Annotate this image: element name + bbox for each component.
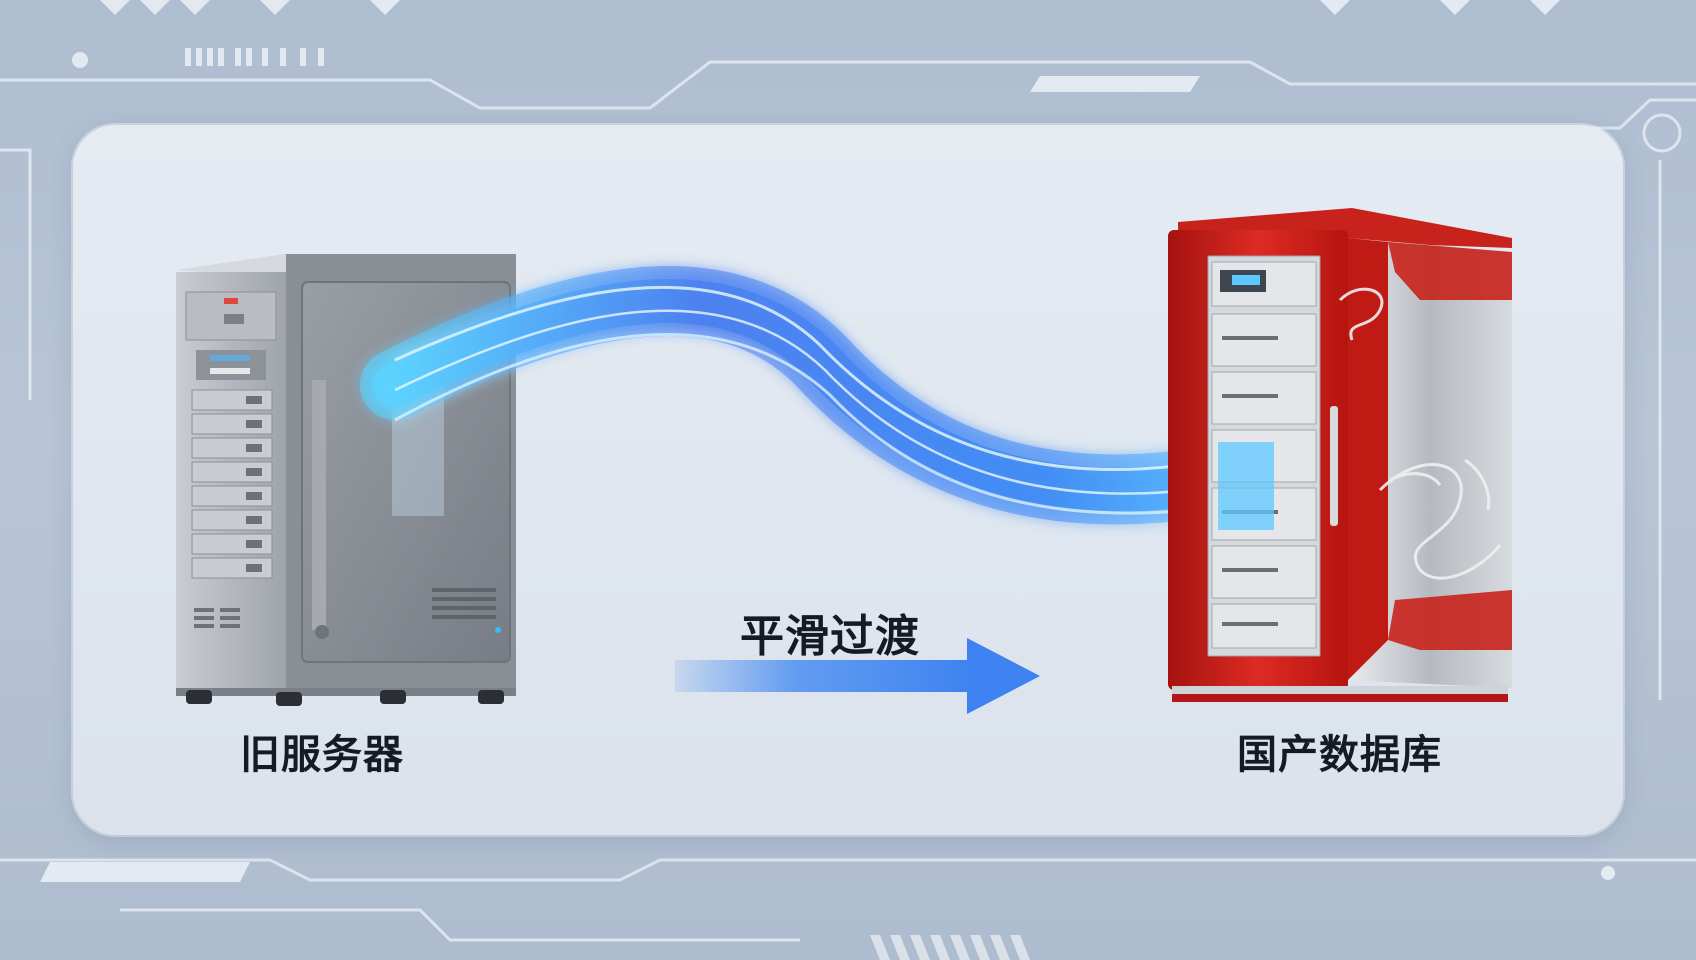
old-server-icon	[176, 254, 516, 706]
data-flow-ribbon	[360, 266, 1300, 525]
domestic-db-cabinet-icon	[1168, 208, 1512, 702]
dragon-emblem-icon	[1338, 287, 1502, 580]
transition-arrow-icon	[675, 638, 1040, 714]
transition-label: 平滑过渡	[740, 611, 920, 662]
domestic-db-label: 国产数据库	[1237, 732, 1442, 778]
old-server-label: 旧服务器	[240, 732, 404, 778]
